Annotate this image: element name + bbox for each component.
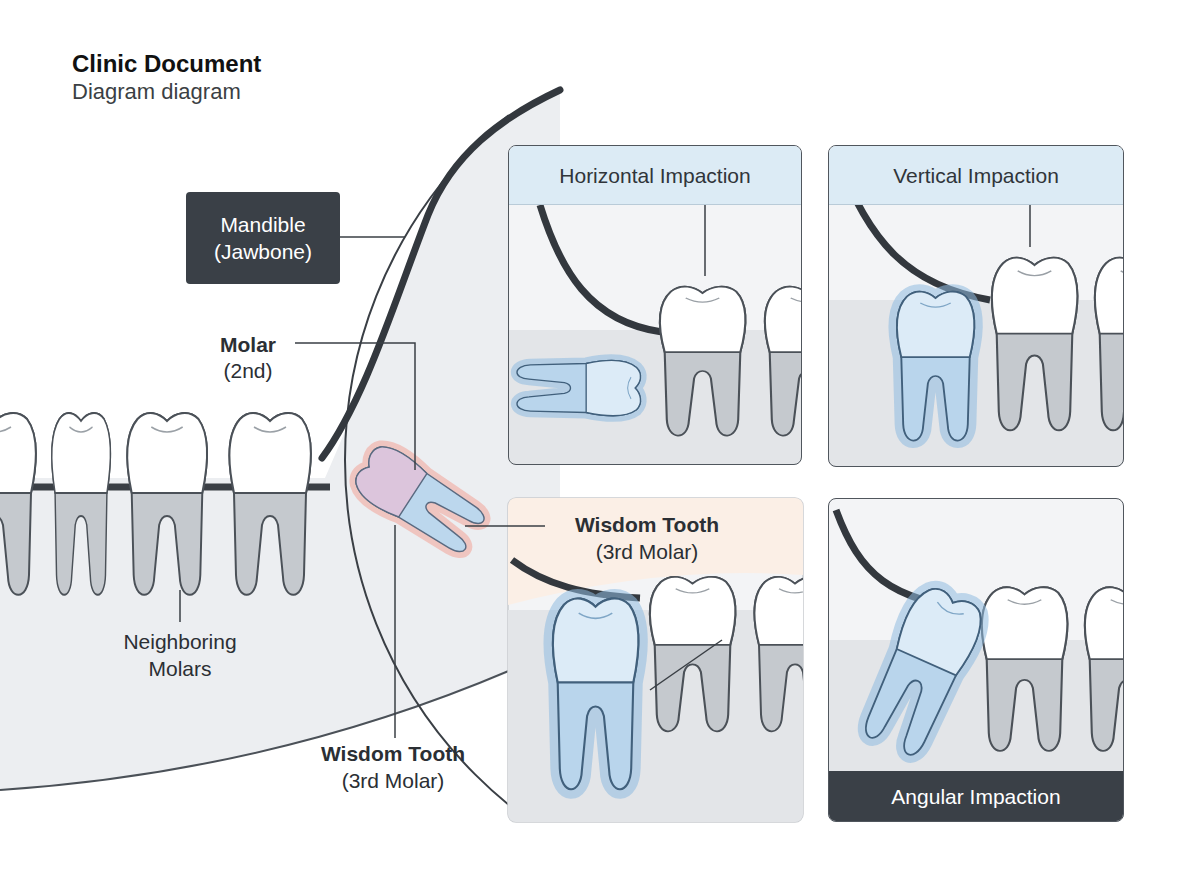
part-label: Wisdom Tooth xyxy=(283,740,503,767)
ramus-line xyxy=(540,205,662,332)
molar-tooth xyxy=(1095,258,1124,431)
impaction-panel: Angular Impaction xyxy=(828,498,1124,822)
page-title: Clinic Document xyxy=(72,50,261,77)
molar-tooth xyxy=(127,413,207,595)
wisdom-tooth xyxy=(856,582,989,761)
part-label: Wisdom Tooth xyxy=(537,511,757,538)
molar-tooth xyxy=(650,577,735,731)
part-label: (3rd Molar) xyxy=(283,767,503,794)
molar-tooth xyxy=(1085,587,1124,751)
bone-fill xyxy=(508,330,802,465)
deep-scene xyxy=(508,498,803,822)
molar-tooth xyxy=(52,413,111,595)
impaction-panel: Vertical Impaction xyxy=(828,145,1124,467)
leader-line xyxy=(179,590,181,622)
molar-tooth xyxy=(660,287,745,436)
panel-heading: Angular Impaction xyxy=(829,771,1123,821)
wisdom-tooth xyxy=(517,360,641,415)
box-label: Mandible (Jawbone) xyxy=(198,211,328,265)
jaw-bone xyxy=(0,88,560,790)
part-label: (2nd) xyxy=(188,357,308,384)
leader-line xyxy=(394,525,396,738)
wisdom-tooth xyxy=(897,292,974,441)
leader-line xyxy=(340,236,405,238)
leader-line xyxy=(704,205,706,276)
horizontal-scene xyxy=(508,205,802,465)
molar-tooth xyxy=(229,413,310,595)
vertical-scene xyxy=(828,160,1124,467)
molar-tooth xyxy=(982,587,1067,751)
panel-heading: Vertical Impaction xyxy=(829,146,1123,205)
leader-line xyxy=(465,525,545,527)
molar-tooth xyxy=(754,577,803,731)
part-label: (3rd Molar) xyxy=(537,538,757,565)
molar-tooth xyxy=(0,413,36,595)
leader-line xyxy=(295,343,415,470)
panel-heading: Horizontal Impaction xyxy=(509,146,801,205)
angular-scene xyxy=(828,510,1124,822)
subtitle: Diagram diagram xyxy=(72,78,392,105)
molar-tooth xyxy=(765,287,802,436)
part-label: Molar xyxy=(188,331,308,358)
jaw-label-box: Mandible (Jawbone) xyxy=(186,192,340,284)
molar-tooth xyxy=(992,258,1077,431)
jaw-outline xyxy=(0,648,560,790)
leader-line xyxy=(650,640,722,690)
wisdom-tooth xyxy=(553,598,638,789)
impaction-panel: Horizontal Impaction xyxy=(508,145,802,465)
wisdom-tooth xyxy=(349,439,491,559)
leader-line xyxy=(1029,205,1031,247)
part-label: Neighboring Molars xyxy=(105,628,255,682)
